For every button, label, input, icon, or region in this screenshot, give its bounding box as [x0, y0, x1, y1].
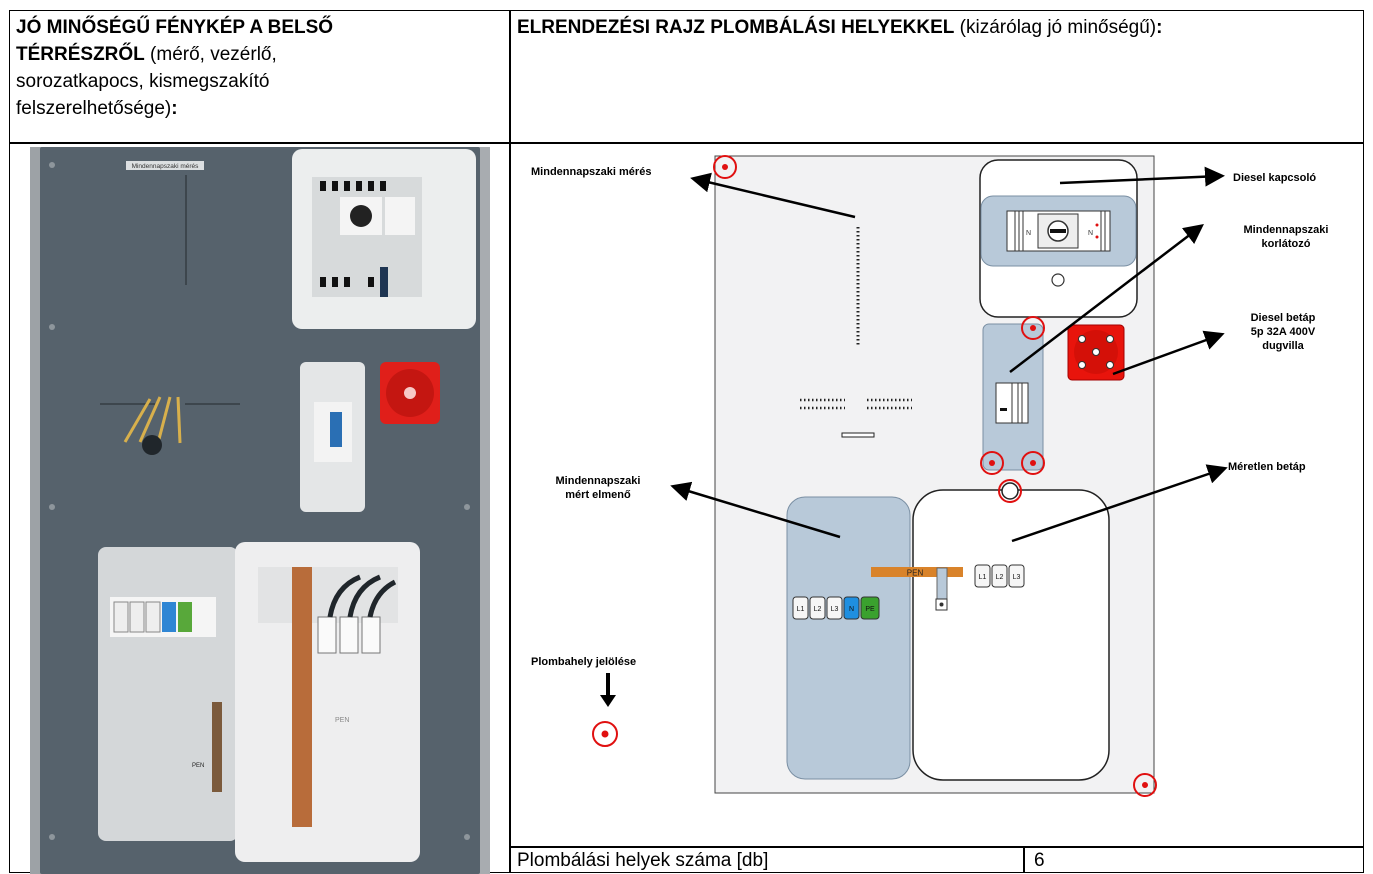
arrow-metering [690, 172, 856, 219]
photo-pen-label: PEN [192, 763, 204, 769]
diesel-switch-seal-hole [1051, 273, 1065, 287]
label-diesel-input-line1: Diesel betáp [1251, 312, 1316, 324]
seal-marker-limiter-bottom-right [1021, 451, 1045, 475]
switch-mark-n-right: N [1088, 230, 1093, 237]
table-frame [9, 10, 1364, 873]
seal-legend-marker [592, 721, 618, 747]
photo-pen-label-2: PEN [335, 717, 349, 724]
metered-outgoing-box [786, 496, 911, 780]
row-divider [9, 142, 1364, 144]
label-metering: Mindennapszaki mérés [531, 166, 651, 178]
switch-mark-n-left: N [1026, 230, 1031, 237]
label-seal-legend: Plombahely jelölése [531, 656, 636, 668]
seal-marker-bottom-right [1133, 773, 1157, 797]
arrow-diesel-input [1112, 330, 1225, 376]
unmetered-seal-hole [1001, 482, 1019, 500]
terminal-l2-left [809, 596, 826, 620]
metered-terminal-strip: L1 L2 L3 N PE [792, 596, 880, 620]
terminal-label-l1-left: L1 [797, 606, 805, 613]
arrow-limiter [1009, 223, 1204, 373]
terminal-label-l2-right: L2 [996, 574, 1004, 581]
layout-drawing: N N PEN L1 L2 L3 N PE L1 L2 L3 [531, 155, 1329, 797]
meter-dotted-marks [800, 398, 912, 410]
terminal-l1-left [792, 596, 809, 620]
seal-row-divider [509, 846, 1364, 848]
label-unmetered: Méretlen betáp [1228, 461, 1306, 473]
seal-count-label: Plombálási helyek száma [db] [517, 850, 769, 871]
unmetered-terminal-strip: L1 L2 L3 [974, 564, 1025, 588]
terminal-label-l3-left: L3 [831, 606, 839, 613]
drawing-header-note: (kizárólag jó minőségű) [954, 17, 1157, 38]
meter-slot [841, 432, 875, 438]
label-limiter-line2: korlátozó [1262, 238, 1311, 250]
terminal-label-l2-left: L2 [814, 606, 822, 613]
seal-count-value: 6 [1034, 850, 1045, 871]
seal-marker-limiter-bottom-left [980, 451, 1004, 475]
interior-photo: Mindennapszaki mérés PEN [30, 147, 490, 874]
seal-markers [592, 155, 1157, 797]
seal-marker-top-left [713, 155, 737, 179]
drawing-header-title: ELRENDEZÉSI RAJZ PLOMBÁLÁSI HELYEKKEL [517, 17, 955, 38]
label-metered-out-line1: Mindennapszaki [556, 475, 641, 487]
seal-row-column-divider [1023, 846, 1025, 873]
arrow-unmetered [1011, 464, 1228, 543]
panel-sticker-label: Mindennapszaki mérés [132, 163, 200, 170]
terminal-l3-left [826, 596, 843, 620]
label-metered-out-line2: mért elmenő [565, 489, 631, 501]
label-diesel-switch: Diesel kapcsoló [1233, 172, 1316, 184]
terminal-label-l1-right: L1 [979, 574, 987, 581]
terminal-l3-right [1008, 564, 1025, 588]
seal-marker-unmetered [998, 479, 1022, 503]
terminal-label-l3-right: L3 [1013, 574, 1021, 581]
column-divider [509, 10, 511, 873]
seal-marker-limiter-top [1021, 316, 1045, 340]
pen-bar-label: PEN [907, 569, 924, 578]
terminal-label-n-left: N [849, 606, 854, 613]
photo-header-title: JÓ MINŐSÉGŰ FÉNYKÉP A BELSŐ TÉRRÉSZRŐL [16, 17, 334, 65]
photo-header-colon: : [171, 98, 178, 119]
photo-metered-box [98, 547, 238, 841]
terminal-l1-right [974, 564, 991, 588]
arrow-metered-out [670, 481, 841, 539]
unmetered-input-box [912, 489, 1110, 781]
pen-bar [871, 567, 963, 577]
drawing-header-colon: : [1156, 17, 1163, 38]
arrow-diesel-switch [1059, 166, 1225, 187]
terminal-l2-right [991, 564, 1008, 588]
drawing-header: ELRENDEZÉSI RAJZ PLOMBÁLÁSI HELYEKKEL (k… [517, 14, 1357, 41]
terminal-label-pe-left: PE [865, 606, 875, 613]
label-diesel-input-line2: 5p 32A 400V [1251, 326, 1316, 338]
photo-header: JÓ MINŐSÉGŰ FÉNYKÉP A BELSŐ TÉRRÉSZRŐL (… [16, 14, 406, 122]
terminal-n-left [843, 596, 860, 620]
terminal-pe-left [860, 596, 880, 620]
photo-header-note: (mérő, vezérlő, sorozatkapocs, kismegsza… [16, 44, 277, 119]
label-limiter-line1: Mindennapszaki [1244, 224, 1329, 236]
label-diesel-input-line3: dugvilla [1262, 340, 1304, 352]
